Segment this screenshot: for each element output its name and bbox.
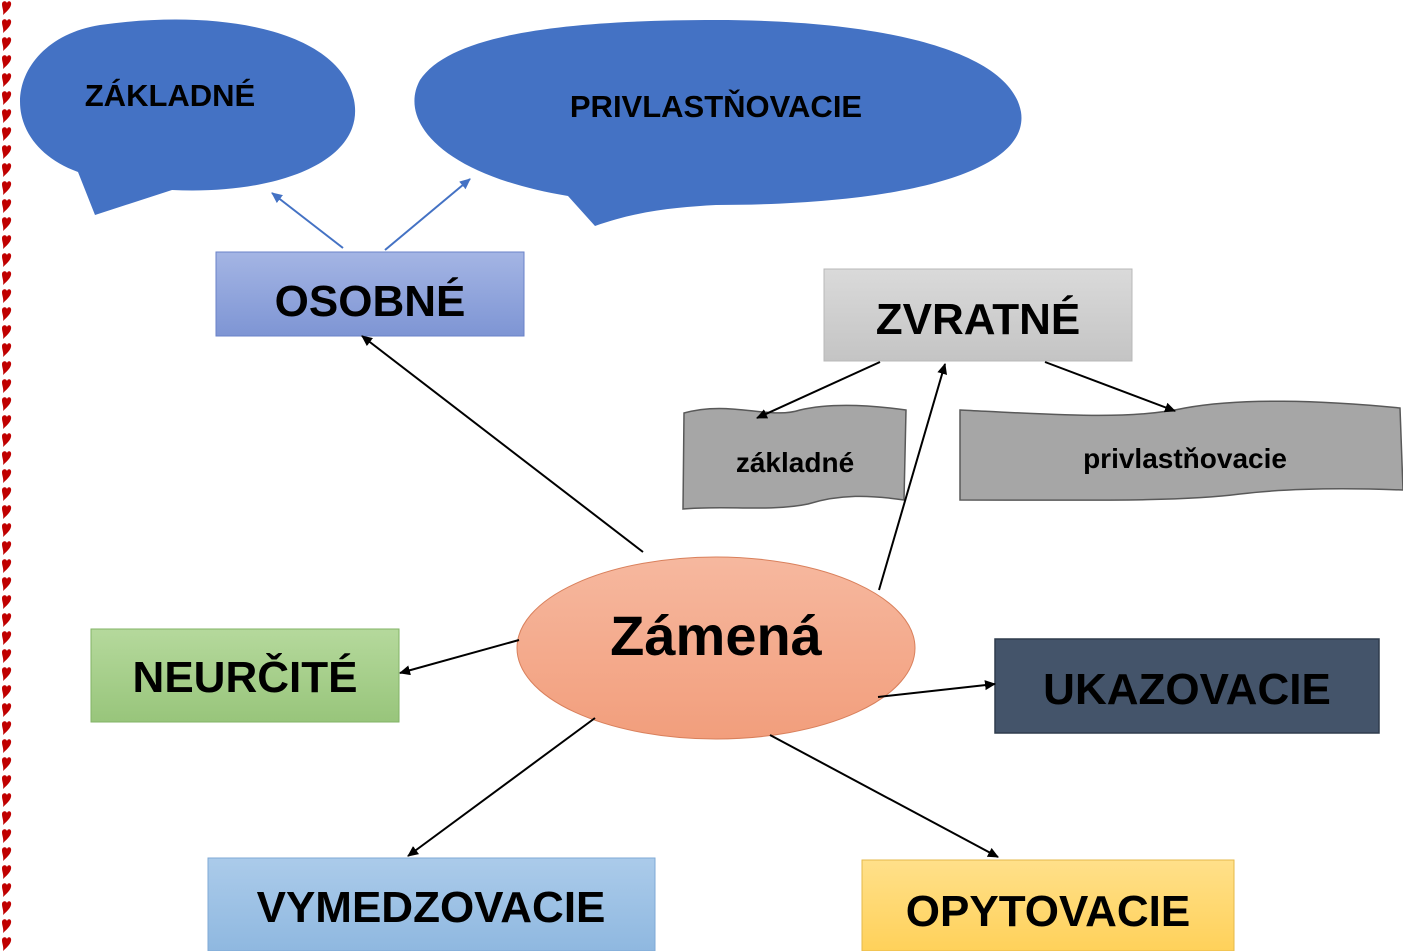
arrow-center-osobne [361, 335, 644, 553]
scroll-privlastnovacie: privlastňovacie [959, 400, 1403, 501]
box-opytovacie: OPYTOVACIE [861, 859, 1235, 951]
privlastnovacie-bubble: PRIVLASTŇOVACIE [414, 20, 1022, 226]
box-vymedzovacie: VYMEDZOVACIE [207, 857, 656, 951]
center-node: Zámená [516, 556, 916, 740]
scroll-zakladne-label: základné [736, 447, 854, 478]
arrow-center-vymedzovacie [407, 717, 596, 857]
heart-border [0, 0, 13, 951]
privlastnovacie-bubble-label: PRIVLASTŇOVACIE [570, 88, 862, 124]
arrow-zvratne-zakladne [756, 361, 881, 419]
scroll-privlastnovacie-label: privlastňovacie [1083, 443, 1287, 474]
arrow-osobne-privlastnovacie [384, 178, 471, 251]
arrow-osobne-zakladne [271, 192, 344, 249]
arrow-zvratne-privlastnovacie [1044, 361, 1176, 413]
arrow-center-opytovacie [769, 734, 999, 858]
scroll-zakladne: základné [682, 404, 907, 510]
zakladne-bubble-label: ZÁKLADNÉ [85, 78, 256, 113]
box-opytovacie-label: OPYTOVACIE [906, 887, 1190, 936]
box-ukazovacie-label: UKAZOVACIE [1043, 665, 1331, 714]
box-neurcite-label: NEURČITÉ [133, 651, 358, 702]
center-label: Zámená [610, 604, 822, 667]
arrow-center-ukazovacie [877, 680, 996, 698]
box-osobne: OSOBNÉ [215, 251, 525, 337]
box-zvratne-label: ZVRATNÉ [876, 294, 1081, 344]
arrow-center-zvratne [878, 363, 947, 591]
box-ukazovacie: UKAZOVACIE [994, 638, 1380, 734]
box-zvratne: ZVRATNÉ [823, 268, 1133, 362]
box-neurcite: NEURČITÉ [90, 628, 400, 723]
zakladne-bubble: ZÁKLADNÉ [20, 19, 356, 215]
box-vymedzovacie-label: VYMEDZOVACIE [257, 883, 606, 932]
box-osobne-label: OSOBNÉ [275, 276, 466, 326]
arrow-center-neurcite [399, 639, 520, 676]
